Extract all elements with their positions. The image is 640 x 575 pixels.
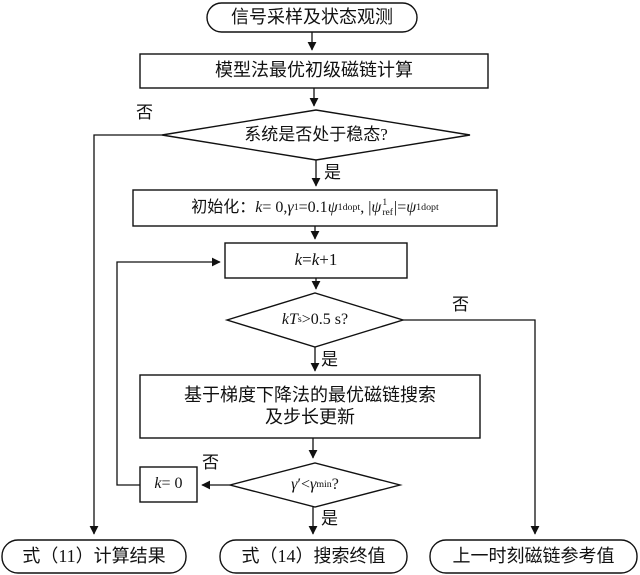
decision-steady-state-shape: [161, 109, 471, 161]
process-k-reset-shape: [139, 466, 198, 503]
terminal-eq14-shape: [219, 539, 408, 574]
edge-kreset-kplus-loop: [116, 257, 221, 486]
terminal-prev-flux-shape: [429, 539, 638, 574]
terminal-eq11-shape: [1, 539, 187, 574]
process-model-flux-shape: [139, 53, 489, 89]
process-init-shape: [132, 189, 498, 227]
decision-kts-shape: [224, 292, 406, 348]
process-gradient-search-shape: [139, 374, 481, 439]
terminal-start-shape: [206, 2, 418, 33]
edge-kts-no-prevflux: [403, 319, 540, 535]
decision-gamma-min-shape: [227, 462, 403, 508]
edge-steady-no-eq11: [89, 134, 162, 535]
process-k-increment-shape: [224, 242, 408, 279]
